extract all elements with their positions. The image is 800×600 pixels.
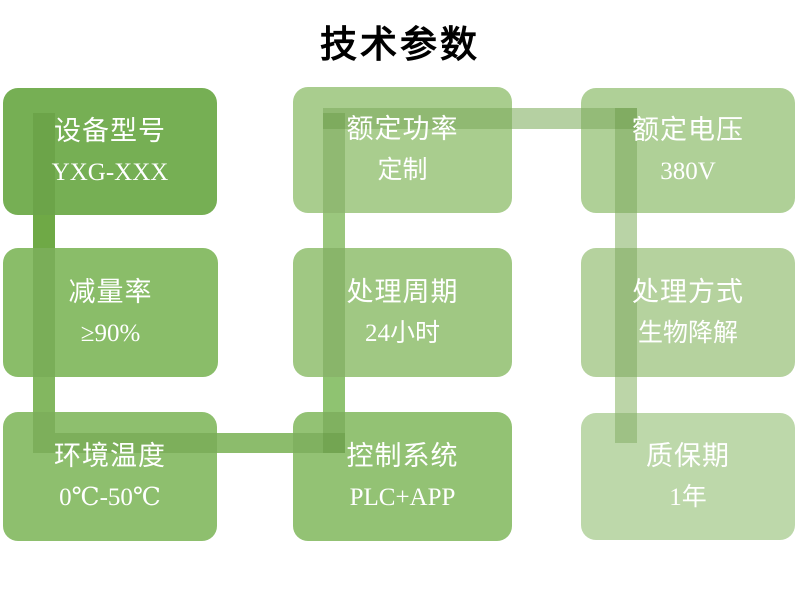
box-value: 24小时: [364, 319, 440, 347]
param-text-reduction-rate: 减量率 ≥90%: [3, 248, 218, 377]
connector-segment-7-8: [615, 213, 637, 248]
connector-segment-5-6: [323, 213, 345, 248]
connector-overlay-rated-voltage-h: [581, 108, 637, 129]
connector-segment-6-7: [512, 108, 581, 129]
slide-title: 技术参数: [320, 24, 480, 65]
param-text-rated-voltage: 额定电压 380V: [581, 88, 795, 213]
box-label: 处理方式: [632, 276, 744, 307]
box-label: 额定电压: [632, 114, 744, 145]
param-box-control-system: [293, 412, 512, 541]
box-label: 额定功率: [346, 114, 459, 145]
box-label: 设备型号: [54, 115, 166, 146]
param-text-ambient-temperature: 环境温度 0℃-50℃: [3, 412, 217, 541]
param-text-device-model: 设备型号 YXG-XXX: [3, 88, 217, 215]
connector-overlay-ambient-temp-v: [33, 412, 55, 453]
box-label: 减量率: [68, 276, 153, 307]
param-box-rated-power: [293, 87, 512, 213]
connector-overlay-rated-power-v: [323, 113, 345, 213]
connector-overlay-reduction-rate: [33, 248, 55, 377]
param-box-processing-cycle: [293, 248, 512, 377]
param-text-warranty-period: 质保期 1年: [581, 413, 795, 540]
param-box-ambient-temperature: [3, 412, 217, 541]
box-value: 1年: [669, 483, 707, 511]
box-value: ≥90%: [80, 319, 141, 347]
box-value: 0℃-50℃: [59, 483, 161, 511]
connector-segment-4-5: [323, 377, 345, 412]
param-box-processing-method: [581, 248, 795, 377]
box-label: 质保期: [646, 440, 730, 471]
connector-overlay-processing-method: [615, 248, 637, 377]
connector-overlay-control-system-h: [293, 433, 345, 453]
connector-overlay-control-system-v: [323, 412, 345, 453]
connector-overlay-processing-cycle: [323, 248, 345, 377]
connector-segment-8-9: [615, 377, 637, 413]
param-box-rated-voltage: [581, 88, 795, 213]
connector-overlay-rated-voltage-v: [615, 108, 637, 213]
param-box-device-model: [3, 88, 217, 215]
box-value: 生物降解: [637, 319, 738, 347]
box-value: YXG-XXX: [51, 158, 169, 186]
connector-overlay-device-model: [33, 113, 55, 215]
box-label: 处理周期: [346, 276, 459, 307]
box-value: PLC+APP: [349, 483, 456, 511]
box-value: 380V: [660, 157, 716, 185]
param-text-processing-cycle: 处理周期 24小时: [293, 248, 512, 377]
param-text-processing-method: 处理方式 生物降解: [581, 248, 795, 377]
param-box-reduction-rate: [3, 248, 218, 377]
connector-overlay-warranty-period: [615, 413, 637, 443]
box-label: 环境温度: [54, 440, 166, 471]
connector-segment-2-3: [33, 377, 55, 412]
param-box-warranty-period: [581, 413, 795, 540]
connector-overlay-ambient-temp-h: [55, 433, 217, 453]
box-label: 控制系统: [346, 440, 459, 471]
box-value: 定制: [377, 157, 428, 185]
connector-segment-1-2: [33, 215, 55, 248]
param-text-rated-power: 额定功率 定制: [293, 87, 512, 213]
connector-segment-3-4: [217, 433, 293, 453]
connector-overlay-rated-power-h: [323, 108, 512, 129]
param-text-control-system: 控制系统 PLC+APP: [293, 412, 512, 541]
